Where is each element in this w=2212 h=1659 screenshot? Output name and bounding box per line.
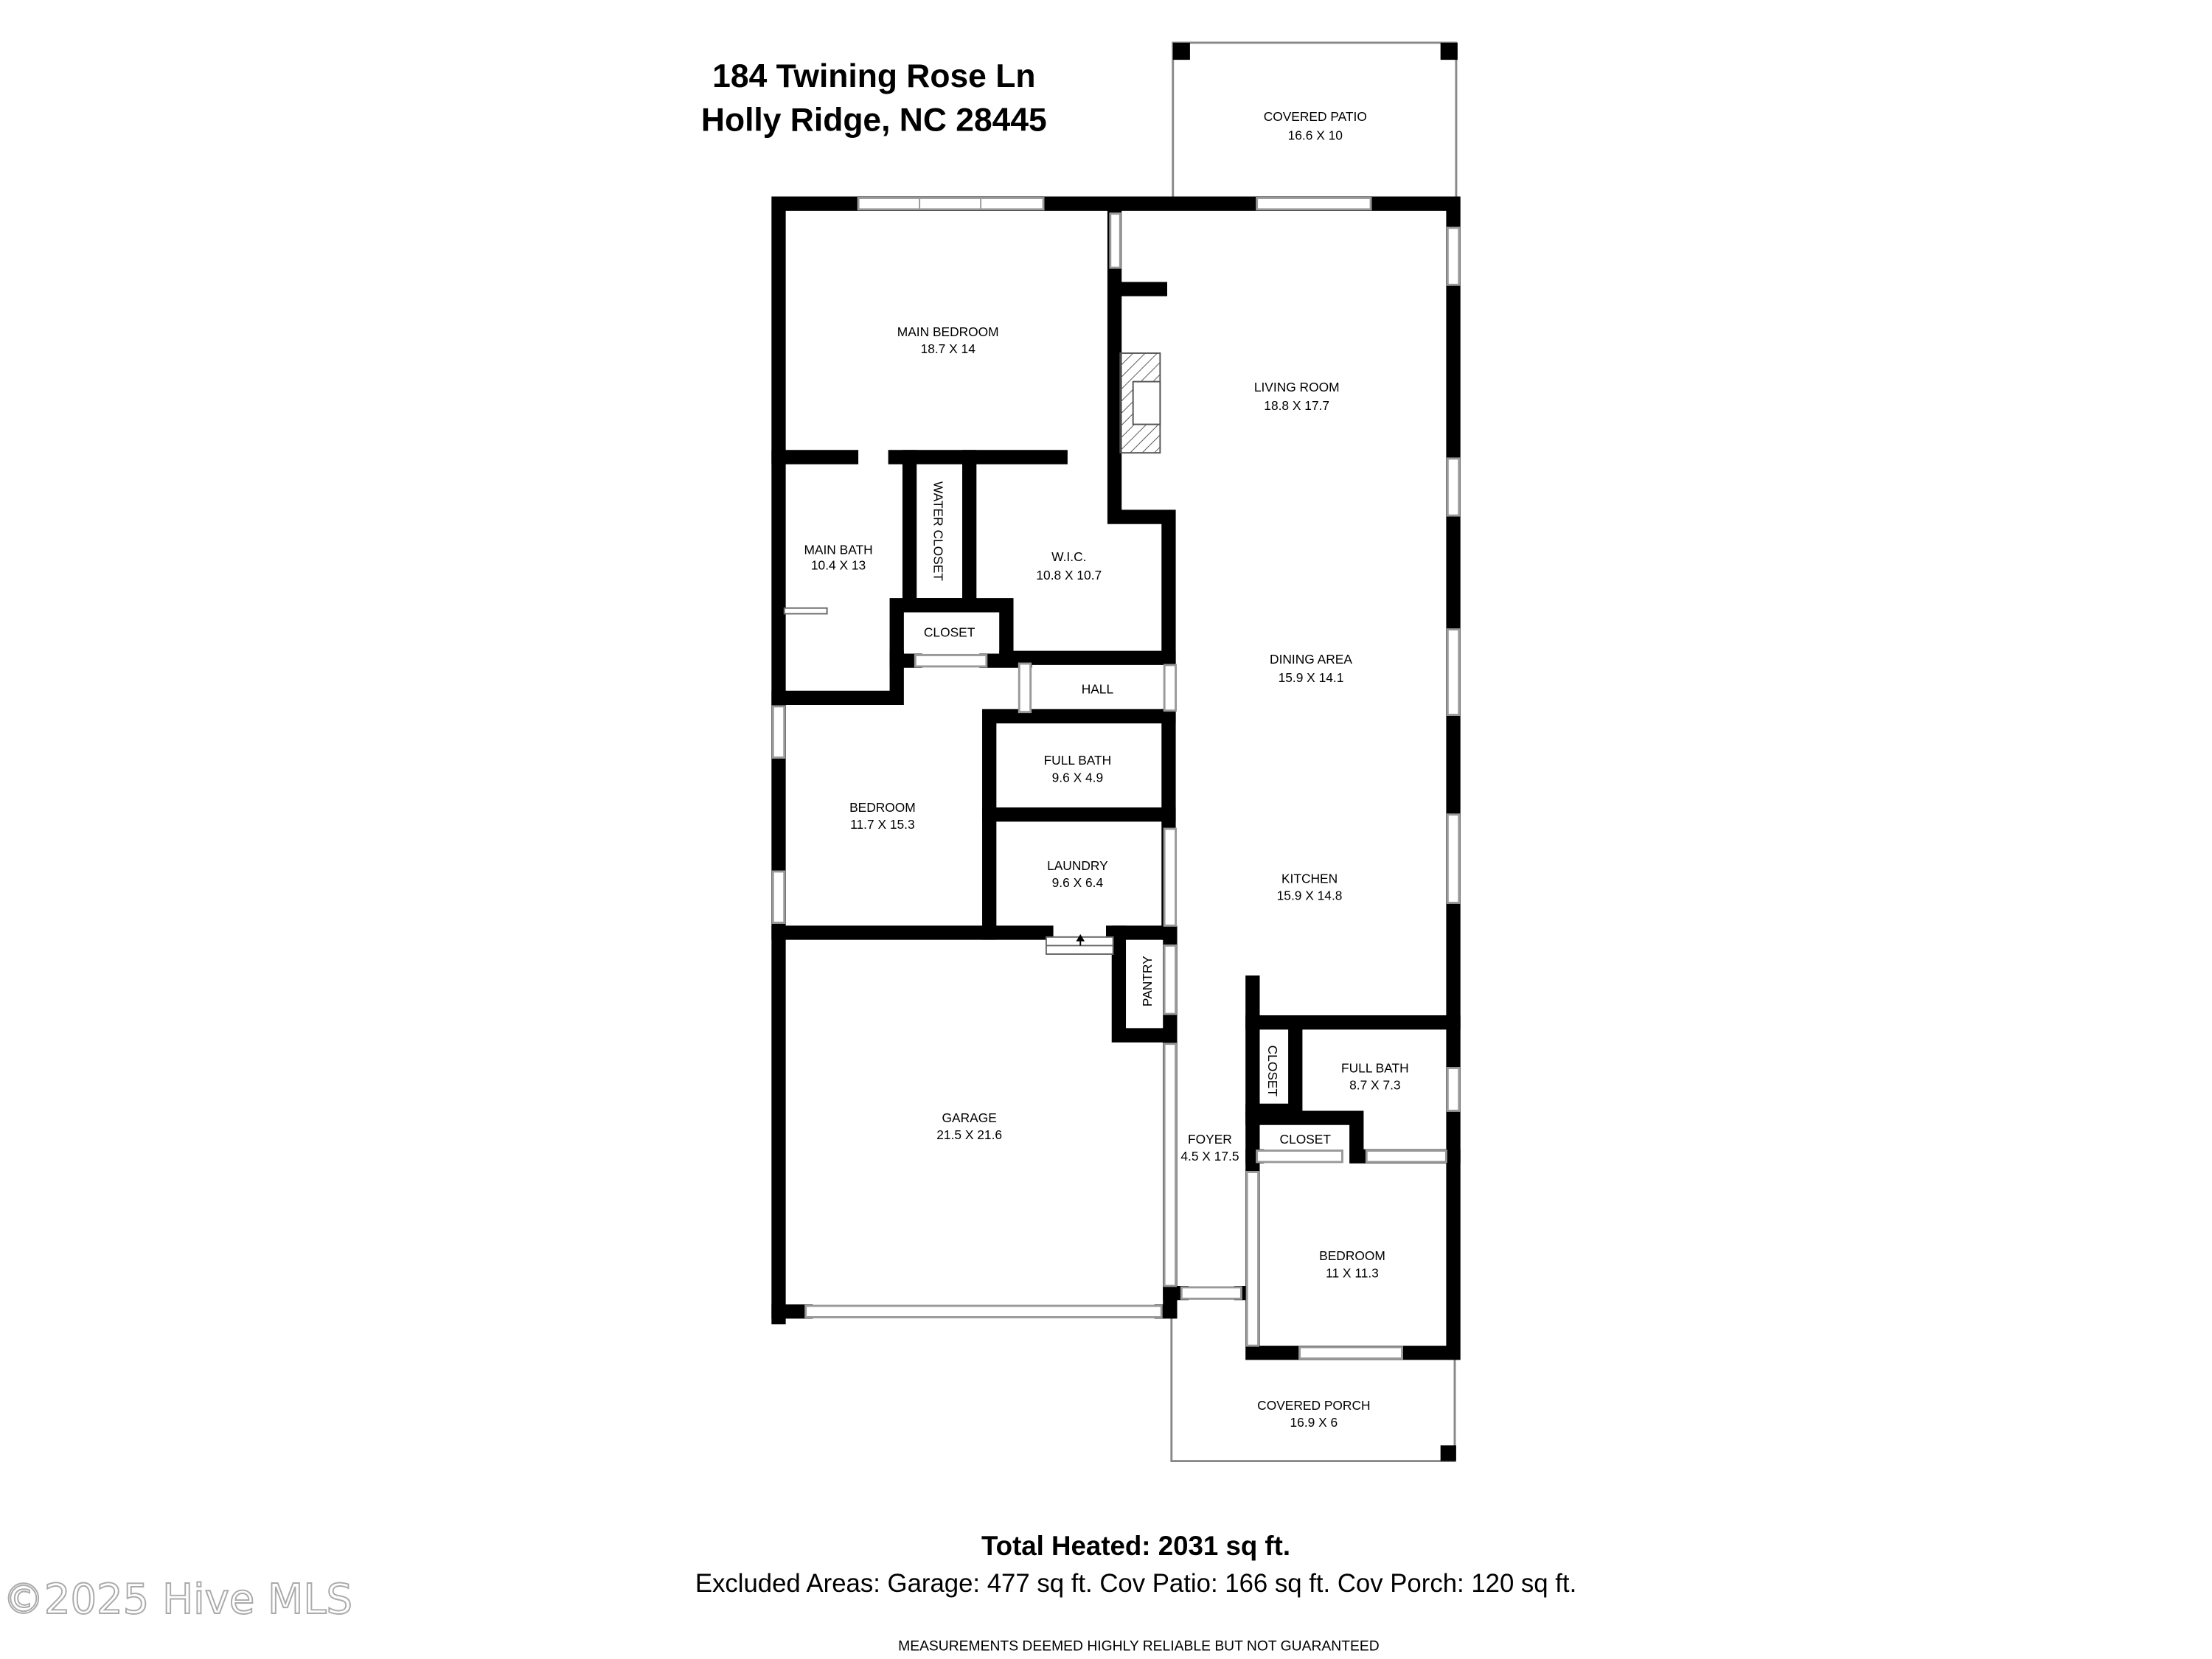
covered-porch-dims: 16.9 X 6 — [1290, 1415, 1338, 1430]
bedroom-2-dims: 11 X 11.3 — [1326, 1265, 1379, 1280]
laundry-dims: 9.6 X 6.4 — [1052, 875, 1104, 890]
living-room-name: LIVING ROOM — [1254, 380, 1340, 394]
excluded-areas: Excluded Areas: Garage: 477 sq ft. Cov P… — [695, 1570, 1576, 1598]
fireplace-icon — [1119, 352, 1161, 454]
covered-patio-outline — [1172, 41, 1458, 204]
water-closet-name: WATER CLOSET — [931, 481, 945, 581]
full-bath-2-name: FULL BATH — [1341, 1060, 1409, 1075]
full-bath-2-dims: 8.7 X 7.3 — [1349, 1077, 1400, 1092]
shower-bar-icon — [783, 607, 828, 615]
address-line-1: 184 Twining Rose Ln — [712, 58, 1035, 94]
bedroom-2-name: BEDROOM — [1319, 1248, 1385, 1263]
covered-porch-outline — [1170, 1293, 1456, 1462]
closet-foyer-vertical-name: CLOSET — [1265, 1046, 1280, 1097]
bedroom-1-dims: 11.7 X 15.3 — [850, 817, 914, 832]
full-bath-1-dims: 9.6 X 4.9 — [1052, 770, 1103, 785]
interior-walls — [771, 206, 1461, 1301]
wic-dims: 10.8 X 10.7 — [1036, 568, 1102, 582]
living-room-dims: 18.8 X 17.7 — [1264, 398, 1329, 413]
laundry-name: LAUNDRY — [1047, 858, 1108, 873]
covered-porch-name: COVERED PORCH — [1257, 1398, 1370, 1413]
full-bath-1-name: FULL BATH — [1044, 753, 1112, 768]
watermark: ©2025 Hive MLS — [3, 1576, 352, 1624]
foyer-dims: 4.5 X 17.5 — [1180, 1149, 1239, 1164]
main-bath-name: MAIN BATH — [804, 542, 872, 557]
main-bath-dims: 10.4 X 13 — [811, 558, 866, 573]
total-heated: Total Heated: 2031 sq ft. — [981, 1531, 1290, 1561]
steps-icon — [1045, 933, 1114, 955]
garage-dims: 21.5 X 21.6 — [936, 1127, 1002, 1142]
bedroom-1-name: BEDROOM — [849, 800, 916, 815]
address-line-2: Holly Ridge, NC 28445 — [701, 102, 1047, 139]
main-bedroom-name: MAIN BEDROOM — [897, 324, 999, 339]
kitchen-name: KITCHEN — [1281, 871, 1338, 886]
windows — [771, 197, 1461, 1360]
covered-patio-name: COVERED PATIO — [1264, 109, 1367, 124]
closet-foyer-name: CLOSET — [1280, 1132, 1332, 1147]
exterior-walls — [771, 196, 1461, 1360]
covered-patio-dims: 16.6 X 10 — [1288, 128, 1343, 142]
disclaimer: MEASUREMENTS DEEMED HIGHLY RELIABLE BUT … — [898, 1638, 1380, 1654]
closet-main-name: CLOSET — [924, 625, 975, 639]
foyer-name: FOYER — [1188, 1132, 1232, 1147]
kitchen-dims: 15.9 X 14.8 — [1277, 888, 1343, 903]
main-bedroom-dims: 18.7 X 14 — [921, 341, 976, 356]
pantry-name: PANTRY — [1140, 956, 1155, 1006]
hall-name: HALL — [1082, 682, 1114, 697]
garage-name: GARAGE — [942, 1110, 997, 1125]
dining-area-name: DINING AREA — [1270, 652, 1352, 667]
dining-area-dims: 15.9 X 14.1 — [1279, 670, 1344, 685]
wic-name: W.I.C. — [1051, 549, 1086, 564]
